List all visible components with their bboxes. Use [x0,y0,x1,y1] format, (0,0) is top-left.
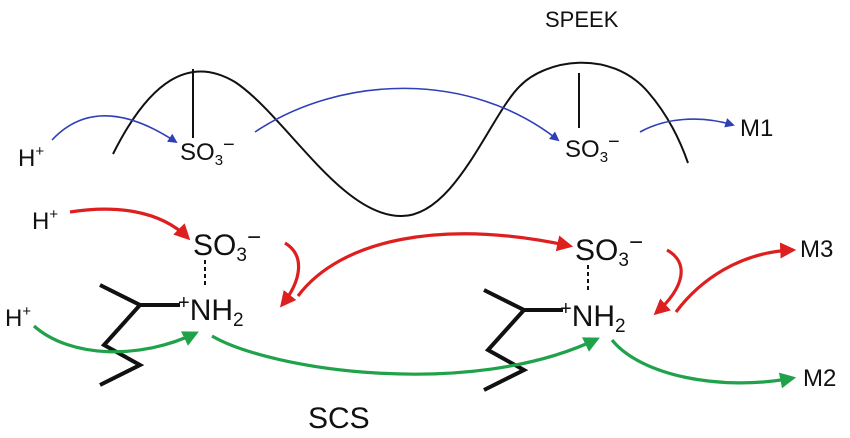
blue-arrow-so3-to-m1 [639,118,735,133]
scs-h-plus-bottom: H+ [5,303,31,332]
m2-label: M2 [803,365,836,392]
scs-so3-left: SO3− [193,224,261,266]
red-arrow-h-to-so3-left [69,207,191,241]
red-arrow-nh2-left-to-so3-right [296,232,574,297]
m3-label: M3 [800,236,833,263]
scs-h-plus-top: H+ [32,206,58,235]
scs-title: SCS [308,402,370,435]
scs-nh2-right: +NH2 [560,298,626,337]
m1-label: M1 [740,115,773,142]
scs-nh2-left: +NH2 [178,292,244,331]
speek-title: SPEEK [545,7,619,32]
scs-alkyl-chain-left [99,283,145,387]
blue-arrow-so3-to-so3 [254,87,560,142]
green-arrow-h-to-nh2-left [32,324,199,354]
green-arrow-nh2-left-to-nh2-right [211,334,600,376]
scs-so3-right: SO3− [575,229,643,271]
scs-alkyl-chain-right [483,288,529,392]
blue-arrow-h-to-so3 [51,115,178,144]
speek-so3-right: SO3− [565,131,620,166]
red-arrow-so3-to-nh2-right [653,248,683,316]
green-arrow-nh2-right-to-m2 [610,338,797,389]
speek-h-plus: H+ [18,143,44,172]
red-arrow-nh2-right-to-m3 [674,242,797,313]
red-arrow-so3-to-nh2-left [280,241,301,308]
speek-so3-left: SO3− [180,134,235,169]
speek-backbone-wave [112,61,689,218]
